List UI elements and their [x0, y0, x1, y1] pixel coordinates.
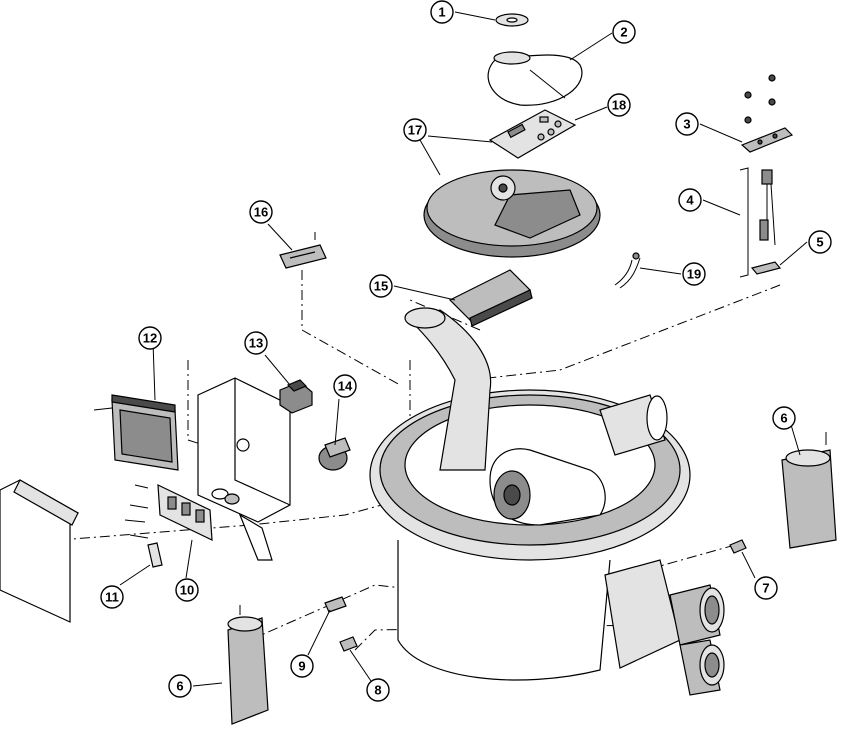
callout-6-left: 6 [168, 674, 192, 698]
callout-14: 14 [333, 374, 357, 398]
callout-11: 11 [100, 585, 124, 609]
part-18-control-panel [488, 109, 577, 159]
part-10-terminal-block [124, 484, 213, 541]
part-14-pressure-switch [318, 437, 351, 471]
callout-19: 19 [682, 262, 706, 286]
part-6-cover-left [227, 605, 269, 725]
part-13-transformer [279, 379, 313, 414]
callout-4: 4 [678, 188, 702, 212]
callout-17-label: 17 [408, 123, 422, 138]
callout-7-label: 7 [762, 581, 769, 596]
callout-2: 2 [612, 20, 636, 44]
callout-13: 13 [244, 331, 268, 355]
callout-16: 16 [249, 200, 273, 224]
part-11-fuse [147, 542, 163, 568]
callout-17: 17 [403, 118, 427, 142]
callout-3: 3 [675, 112, 699, 136]
callout-9: 9 [290, 654, 314, 678]
callout-10: 10 [175, 578, 199, 602]
callout-1: 1 [430, 0, 454, 24]
callout-11-label: 11 [105, 590, 119, 605]
callout-10-label: 10 [180, 583, 194, 598]
callout-5: 5 [808, 230, 832, 254]
part-9-fitting [324, 596, 347, 613]
callout-14-label: 14 [338, 379, 353, 394]
callout-15: 15 [369, 274, 393, 298]
part-3-sensor-bracket [740, 74, 794, 153]
part-17-top-lid [423, 169, 601, 258]
part-19-wire-lead [614, 252, 641, 289]
part-7-fitting [729, 539, 747, 554]
part-16-label-plate [279, 232, 327, 269]
callout-9-label: 9 [298, 659, 305, 674]
callout-8: 8 [366, 678, 390, 702]
callout-6-right-label: 6 [780, 411, 787, 426]
callout-8-label: 8 [374, 683, 381, 698]
callout-12-label: 12 [143, 331, 157, 346]
callout-1-label: 1 [438, 5, 445, 20]
electrical-junction-box [197, 377, 291, 561]
callout-6-left-label: 6 [176, 679, 183, 694]
side-access-panel [0, 479, 80, 623]
callout-6-right: 6 [772, 406, 796, 430]
callout-4-label: 4 [686, 193, 694, 208]
callout-5-label: 5 [816, 235, 823, 250]
part-4-sensor-harness [739, 167, 776, 278]
callout-7: 7 [754, 576, 778, 600]
callout-3-label: 3 [683, 117, 690, 132]
callout-leaders [119, 11, 808, 687]
part-1-washer [495, 13, 529, 27]
callout-13-label: 13 [249, 336, 263, 351]
callout-15-label: 15 [374, 279, 388, 294]
callout-18-label: 18 [612, 98, 626, 113]
part-5-gasket [750, 261, 782, 275]
part-8-fitting [339, 636, 358, 652]
callout-2-label: 2 [620, 25, 627, 40]
part-12-display-module [93, 394, 179, 471]
callout-16-label: 16 [254, 205, 268, 220]
callout-18: 18 [607, 93, 631, 117]
heater-main-body [369, 307, 725, 696]
part-15-control-board [448, 269, 533, 327]
part-6-cover-right [781, 432, 837, 549]
callout-19-label: 19 [687, 267, 701, 282]
callout-12: 12 [138, 326, 162, 350]
part-2-cone-cover [487, 51, 583, 106]
